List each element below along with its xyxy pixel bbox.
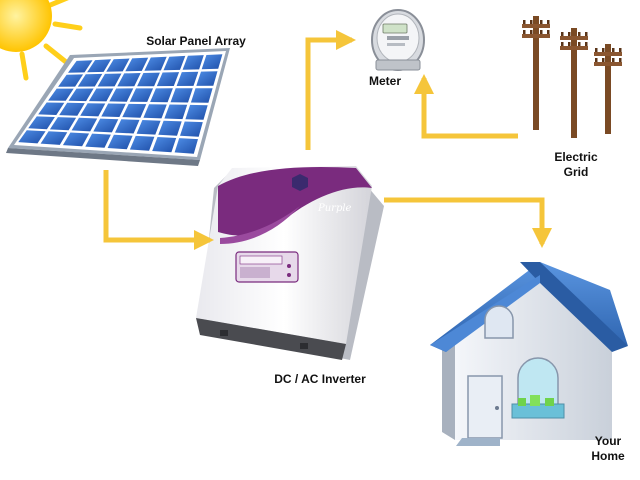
solar-cell <box>201 54 223 70</box>
flow-arrows <box>103 30 552 250</box>
utility-pole-1 <box>522 16 550 130</box>
solar-cell <box>152 137 177 153</box>
solar-cell <box>129 135 155 151</box>
solar-cell <box>71 117 98 132</box>
solar-cell <box>58 74 84 87</box>
solar-cell <box>107 134 133 150</box>
solar-cell <box>136 120 161 135</box>
solar-cell <box>93 118 119 133</box>
utility-pole-icon <box>522 16 622 138</box>
solar-cell <box>156 72 180 87</box>
sun-icon <box>0 0 83 81</box>
solar-cell <box>125 57 149 72</box>
solar-cell <box>40 131 68 145</box>
solar-cell <box>68 60 93 73</box>
solar-cell <box>106 58 130 72</box>
utility-pole-3 <box>594 44 622 134</box>
solar-cell <box>77 73 103 87</box>
solar-cell <box>101 103 126 117</box>
solar-cell <box>49 117 77 131</box>
meter-icon <box>371 9 425 71</box>
solar-cell <box>129 88 154 102</box>
solar-cell <box>97 73 122 87</box>
solar-cell <box>143 104 167 119</box>
solar-cell <box>196 71 218 86</box>
solar-panel-icon <box>6 48 230 166</box>
solar-cell <box>176 71 199 86</box>
solar-cell <box>164 104 188 120</box>
solar-cell <box>180 121 203 137</box>
label-electric-grid-line1: Electric <box>554 150 598 164</box>
solar-cell <box>87 59 112 73</box>
solar-cell <box>62 132 90 147</box>
inverter-icon: Purple <box>196 166 384 360</box>
solar-cell <box>137 72 160 87</box>
solar-cell <box>170 88 193 103</box>
solar-cell <box>150 88 173 103</box>
solar-cell <box>115 119 140 134</box>
solar-cell <box>109 88 134 102</box>
solar-cell <box>48 88 74 101</box>
solar-cell <box>117 73 141 87</box>
solar-cell <box>174 138 198 154</box>
label-home-line1: Your <box>594 434 622 448</box>
svg-text:Purple: Purple <box>317 203 352 214</box>
solar-cell <box>144 56 167 71</box>
arrow-panel-to-inverter <box>103 170 214 250</box>
solar-cell <box>158 120 182 136</box>
solar-cell <box>185 104 208 120</box>
arrow-inverter-to-home <box>384 197 552 248</box>
label-inverter: DC / AC Inverter <box>274 372 366 386</box>
solar-cell <box>85 133 111 148</box>
label-electric-grid-line2: Grid <box>563 165 589 179</box>
house-icon <box>430 262 628 446</box>
label-your-home: Your Home <box>586 434 630 464</box>
solar-cell <box>18 130 46 144</box>
solar-cell <box>59 102 85 116</box>
solar-cell <box>163 55 186 71</box>
solar-cell <box>28 116 55 130</box>
label-electric-grid: Electric Grid <box>548 150 604 180</box>
arrow-grid-meter-link <box>414 74 518 139</box>
label-meter: Meter <box>368 74 401 88</box>
solar-cell <box>38 102 65 115</box>
solar-cell <box>88 88 114 102</box>
solar-cell <box>68 88 94 102</box>
solar-cell <box>182 55 204 70</box>
label-solar-panel-array: Solar Panel Array <box>146 34 246 48</box>
arrow-inverter-to-meter <box>305 30 356 150</box>
utility-pole-2 <box>560 28 588 138</box>
label-home-line2: Home <box>591 449 625 463</box>
solar-cell <box>80 103 106 117</box>
solar-cell <box>122 103 147 118</box>
solar-cell <box>190 88 213 103</box>
